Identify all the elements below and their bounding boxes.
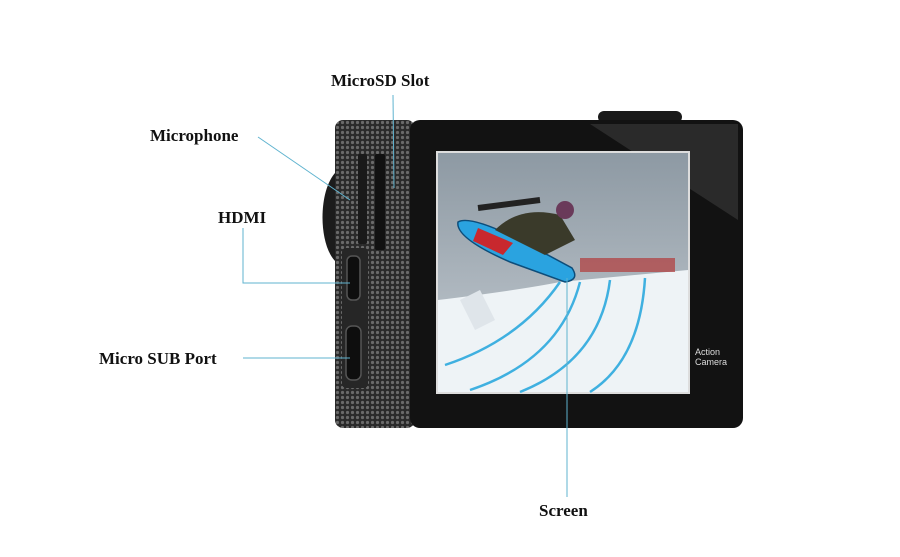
hdmi-line bbox=[242, 228, 350, 284]
label-micro-usb-port: Micro SUB Port bbox=[99, 349, 217, 368]
lens-edge bbox=[322, 172, 336, 262]
label-screen: Screen bbox=[539, 501, 588, 520]
mic-slot bbox=[358, 154, 367, 244]
brand-text: Action Camera bbox=[695, 347, 727, 367]
leader-lines bbox=[242, 94, 568, 497]
screen-image bbox=[436, 151, 690, 394]
label-microsd-slot: MicroSD Slot bbox=[331, 71, 430, 90]
label-hdmi: HDMI bbox=[218, 208, 267, 227]
brand-line-1: Action bbox=[695, 347, 721, 357]
hdmi-port bbox=[346, 255, 361, 301]
sd-slot bbox=[375, 154, 385, 250]
brand-line-2: Camera bbox=[695, 357, 728, 367]
microphone-line bbox=[257, 136, 351, 201]
label-microphone: Microphone bbox=[150, 126, 239, 145]
usb-port bbox=[345, 325, 362, 381]
microsd-line bbox=[392, 94, 395, 189]
